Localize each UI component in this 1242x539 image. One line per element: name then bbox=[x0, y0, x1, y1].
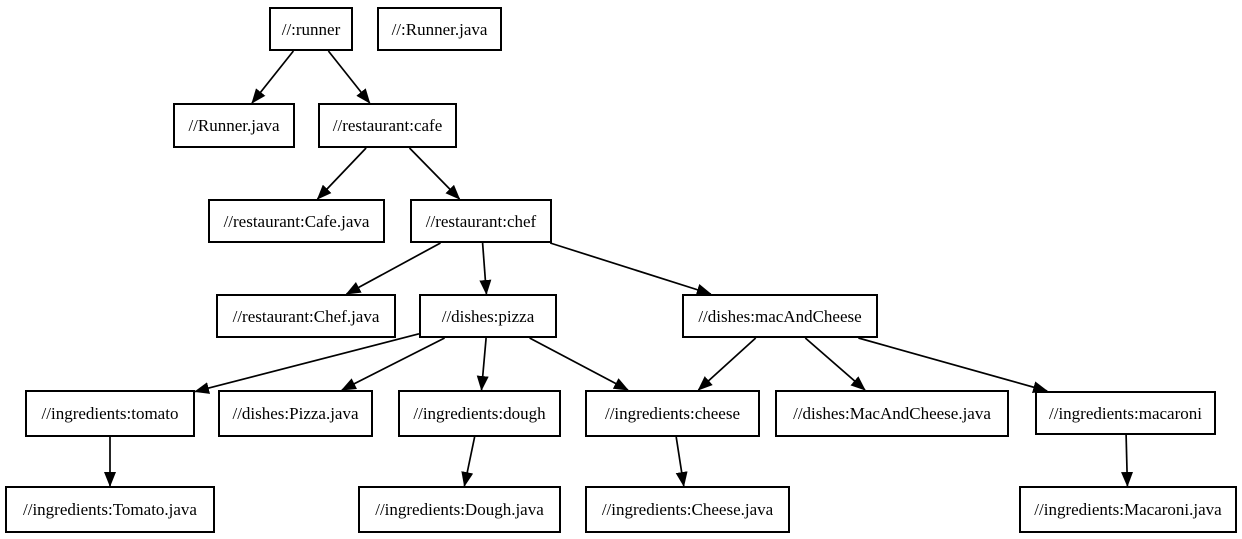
edge-pizza-to-cheese bbox=[529, 337, 629, 391]
edge-cheese-to-cheese-java bbox=[675, 436, 688, 487]
edge-chef-to-pizza bbox=[479, 242, 492, 295]
graph-node-chef-java: //restaurant:Chef.java bbox=[216, 294, 396, 338]
graph-node-cafe: //restaurant:cafe bbox=[318, 103, 457, 148]
graph-node-mac-and-cheese-java: //dishes:MacAndCheese.java bbox=[775, 390, 1009, 437]
edge-mac-and-cheese-to-macaroni bbox=[858, 337, 1049, 393]
edge-chef-to-mac-and-cheese bbox=[549, 242, 712, 296]
graph-node-pizza: //dishes:pizza bbox=[419, 294, 557, 338]
graph-node-pizza-java: //dishes:Pizza.java bbox=[218, 390, 373, 437]
graph-node-cafe-java: //restaurant:Cafe.java bbox=[208, 199, 385, 243]
graph-node-runner-java-top: //:Runner.java bbox=[377, 7, 502, 51]
edge-chef-to-chef-java bbox=[345, 242, 441, 295]
edge-pizza-to-tomato bbox=[194, 332, 420, 394]
edge-cafe-to-chef bbox=[408, 147, 461, 200]
edge-pizza-to-pizza-java bbox=[341, 337, 445, 391]
edge-mac-and-cheese-to-mac-and-cheese-java bbox=[804, 337, 866, 391]
edge-runner-to-cafe bbox=[327, 50, 371, 104]
graph-node-macaroni: //ingredients:macaroni bbox=[1035, 391, 1216, 435]
graph-node-dough-java: //ingredients:Dough.java bbox=[358, 486, 561, 533]
graph-node-tomato: //ingredients:tomato bbox=[25, 390, 195, 437]
graph-node-cheese-java: //ingredients:Cheese.java bbox=[585, 486, 790, 533]
edge-macaroni-to-macaroni-java bbox=[1121, 434, 1134, 487]
graph-node-runner-java: //Runner.java bbox=[173, 103, 295, 148]
edge-pizza-to-dough bbox=[476, 337, 489, 391]
graph-node-dough: //ingredients:dough bbox=[398, 390, 561, 437]
edge-dough-to-dough-java bbox=[461, 436, 476, 487]
graph-node-macaroni-java: //ingredients:Macaroni.java bbox=[1019, 486, 1237, 533]
graph-node-runner: //:runner bbox=[269, 7, 353, 51]
edge-mac-and-cheese-to-cheese bbox=[697, 337, 757, 391]
graph-node-tomato-java: //ingredients:Tomato.java bbox=[5, 486, 215, 533]
graph-node-chef: //restaurant:chef bbox=[410, 199, 552, 243]
edge-runner-to-runner-java bbox=[251, 50, 295, 104]
edge-cafe-to-cafe-java bbox=[316, 147, 367, 200]
graph-node-cheese: //ingredients:cheese bbox=[585, 390, 760, 437]
graph-node-mac-and-cheese: //dishes:macAndCheese bbox=[682, 294, 878, 338]
